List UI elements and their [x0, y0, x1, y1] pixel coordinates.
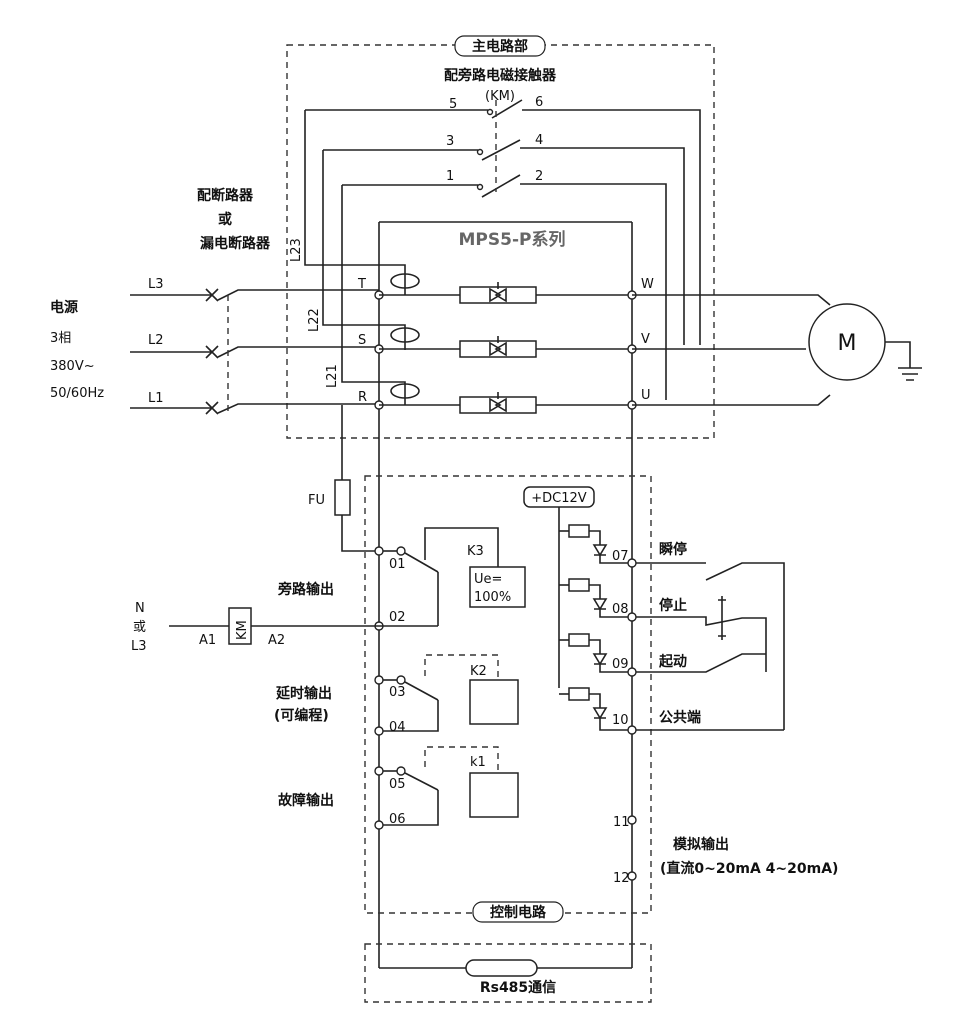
contact-3: 3: [446, 134, 454, 149]
product-title: MPS5-P系列: [459, 229, 566, 250]
bypass-wire-l22: [322, 150, 406, 350]
label-l21: L21: [325, 364, 340, 388]
svg-text:11: 11: [613, 815, 630, 830]
contact-1: 1: [446, 169, 454, 184]
analog-output-line1: 模拟输出: [673, 836, 729, 853]
svg-text:01: 01: [389, 557, 406, 572]
motor-label: M: [838, 331, 857, 356]
input-stop-instant: 瞬停: [659, 541, 687, 558]
control-circuit-box: [364, 475, 652, 914]
breaker-line1: 配断路器: [197, 187, 254, 204]
coil-a1: A1: [199, 633, 216, 648]
control-circuit-title-bg: [472, 901, 564, 923]
ue-line2: 100%: [474, 590, 511, 605]
km-coil-label: KM: [235, 620, 250, 640]
delay-output-line2: (可编程): [274, 707, 329, 724]
thyristor-modules: [379, 273, 632, 414]
terminal-s: S: [358, 333, 366, 348]
contactor-title: 配旁路电磁接触器: [444, 67, 557, 84]
svg-text:12: 12: [613, 871, 630, 886]
fuse: [334, 479, 351, 516]
terminal-u: U: [641, 388, 651, 403]
input-start: 起动: [658, 653, 687, 670]
svg-text:L1: L1: [148, 391, 164, 406]
terminal-w: W: [641, 277, 654, 292]
neutral-line1: N: [135, 601, 145, 616]
supply-line1: 电源: [50, 299, 78, 316]
supply-line4: 50/60Hz: [50, 386, 104, 401]
input-circuits: [559, 524, 632, 731]
relay-k3-box: [469, 566, 526, 608]
label-k1: k1: [470, 755, 486, 770]
label-k3: K3: [467, 544, 484, 559]
relay-k1-box: [469, 772, 519, 818]
neutral-line2: 或: [133, 620, 146, 635]
svg-text:02: 02: [389, 610, 406, 625]
label-k2: K2: [470, 664, 487, 679]
contactor-contacts: [305, 99, 701, 400]
ground-icon: [885, 341, 922, 381]
svg-text:03: 03: [389, 685, 406, 700]
relay-k2-box: [469, 679, 519, 725]
contact-6: 6: [535, 95, 543, 110]
terminal-t: T: [357, 277, 366, 292]
rs485-label: Rs485通信: [480, 979, 556, 996]
terminal-r: R: [358, 390, 367, 405]
bypass-output-label: 旁路输出: [277, 581, 334, 598]
breaker-line2: 或: [218, 211, 232, 228]
contactor-code: (KM): [485, 89, 515, 104]
bypass-wire-l21: [341, 185, 406, 405]
control-circuit-title: 控制电路: [490, 904, 547, 921]
main-circuit-title: 主电路部: [472, 38, 528, 55]
fuse-label: FU: [308, 493, 325, 508]
fault-output-label: 故障输出: [278, 792, 334, 809]
phase-lines: L3 L2 L1: [130, 277, 379, 415]
svg-text:09: 09: [612, 657, 629, 672]
main-circuit-title-bg: [454, 35, 546, 57]
analog-output-line2: (直流0~20mA 4~20mA): [660, 860, 838, 877]
svg-text:L3: L3: [148, 277, 164, 292]
dc-supply-label: +DC12V: [531, 491, 587, 506]
rs485-box: [364, 943, 652, 1003]
svg-text:L2: L2: [148, 333, 164, 348]
input-common: 公共端: [659, 709, 701, 726]
external-switches: [636, 562, 785, 731]
breaker-line3: 漏电断路器: [200, 235, 271, 252]
svg-text:06: 06: [389, 812, 406, 827]
supply-line3: 380V~: [50, 359, 95, 374]
coil-a2: A2: [268, 633, 285, 648]
delay-output-line1: 延时输出: [275, 685, 332, 702]
supply-line2: 3相: [50, 331, 71, 346]
label-l23: L23: [289, 238, 304, 262]
svg-text:05: 05: [389, 777, 406, 792]
contact-5: 5: [449, 97, 457, 112]
contact-4: 4: [535, 133, 543, 148]
label-l22: L22: [307, 308, 322, 332]
input-stop: 停止: [659, 597, 687, 614]
svg-text:04: 04: [389, 720, 406, 735]
svg-text:08: 08: [612, 602, 629, 617]
svg-text:07: 07: [612, 549, 629, 564]
ue-line1: Ue=: [474, 572, 502, 587]
svg-text:10: 10: [612, 713, 629, 728]
bypass-wire-l23: [304, 110, 406, 295]
terminal-v: V: [641, 332, 650, 347]
neutral-line3: L3: [131, 639, 147, 654]
contact-2: 2: [535, 169, 543, 184]
